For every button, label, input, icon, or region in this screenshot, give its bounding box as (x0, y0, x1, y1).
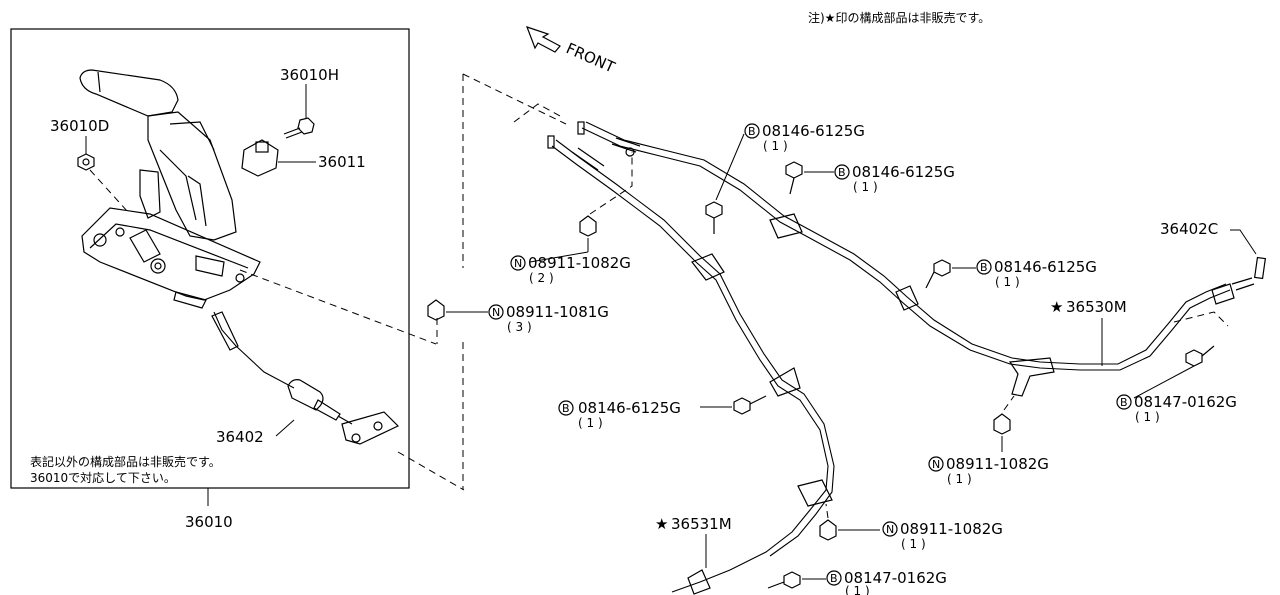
fastener-b4-number: 08146-6125G (578, 399, 681, 417)
svg-text:B: B (838, 166, 846, 179)
part-36402C: 36402C (1160, 220, 1218, 238)
svg-text:B: B (562, 402, 570, 415)
fastener-n1-qty: ( 2 ) (529, 271, 554, 285)
bolt-b4: B (558, 395, 767, 416)
fastener-b1-number: 08146-6125G (762, 122, 865, 140)
fastener-b5-qty: ( 1 ) (1135, 410, 1160, 424)
part-36402: 36402 (216, 428, 264, 446)
svg-text:N: N (492, 306, 500, 319)
box-note-line1: 表記以外の構成部品は非販売です。 (30, 454, 221, 469)
nut-n4: N (819, 503, 898, 541)
nut-n3: N (928, 395, 1015, 472)
nut-n1: N (510, 215, 597, 271)
bolt-b2: B (785, 161, 850, 195)
fastener-n2-number: 08911-1081G (506, 303, 609, 321)
fastener-n4-number: 08911-1082G (900, 520, 1003, 538)
assembly-label: 36010 (185, 513, 233, 531)
fastener-b2-number: 08146-6125G (852, 163, 955, 181)
fastener-b5-number: 08147-0162G (1134, 393, 1237, 411)
fastener-b4-qty: ( 1 ) (578, 416, 603, 430)
part-36531M: 36531M (671, 515, 732, 533)
svg-text:N: N (932, 458, 940, 471)
fastener-b3-qty: ( 1 ) (995, 275, 1020, 289)
part-36011: 36011 (318, 153, 366, 171)
svg-text:B: B (748, 125, 756, 138)
fastener-b6-qty: ( 1 ) (845, 584, 870, 595)
part-36530M: 36530M (1066, 298, 1127, 316)
svg-text:N: N (886, 523, 894, 536)
rear-cable-36530M (577, 121, 1267, 397)
svg-text:B: B (830, 572, 838, 585)
part-36010D: 36010D (50, 117, 109, 135)
bolt-b3: B (925, 259, 992, 289)
star-36531M: ★ (655, 515, 668, 533)
nut-08911-1081G: N (427, 299, 504, 321)
bolt-b1: B (705, 123, 760, 234)
front-label: FRONT (563, 39, 618, 77)
part-36010H: 36010H (280, 66, 339, 84)
star-36530M: ★ (1050, 298, 1063, 316)
svg-text:N: N (514, 257, 522, 270)
fastener-n2-qty: ( 3 ) (507, 320, 532, 334)
fastener-b6-number: 08147-0162G (844, 569, 947, 587)
fastener-n1-number: 08911-1082G (528, 254, 631, 272)
front-cable-36402 (211, 311, 400, 445)
bolt-b5: B (1116, 345, 1215, 410)
fastener-n3-qty: ( 1 ) (947, 472, 972, 486)
svg-text:B: B (980, 261, 988, 274)
rear-cable-36531M (547, 135, 835, 595)
bolt-b6: B (767, 570, 842, 589)
header-note: 注)★印の構成部品は非販売です。 (808, 10, 990, 25)
fastener-b2-qty: ( 1 ) (853, 180, 878, 194)
svg-text:B: B (1120, 396, 1128, 409)
front-arrow: FRONT (525, 26, 618, 77)
switch-36011 (241, 139, 316, 177)
nut-36010D (77, 136, 129, 213)
parking-brake-lever (79, 69, 261, 309)
box-note-line2: 36010で対応して下さい。 (30, 471, 176, 485)
fastener-n4-qty: ( 1 ) (901, 537, 926, 551)
fastener-n3-number: 08911-1082G (946, 455, 1049, 473)
fastener-b3-number: 08146-6125G (994, 258, 1097, 276)
assembly-box (10, 28, 410, 489)
bolt-36010H (283, 84, 315, 139)
fastener-b1-qty: ( 1 ) (763, 139, 788, 153)
